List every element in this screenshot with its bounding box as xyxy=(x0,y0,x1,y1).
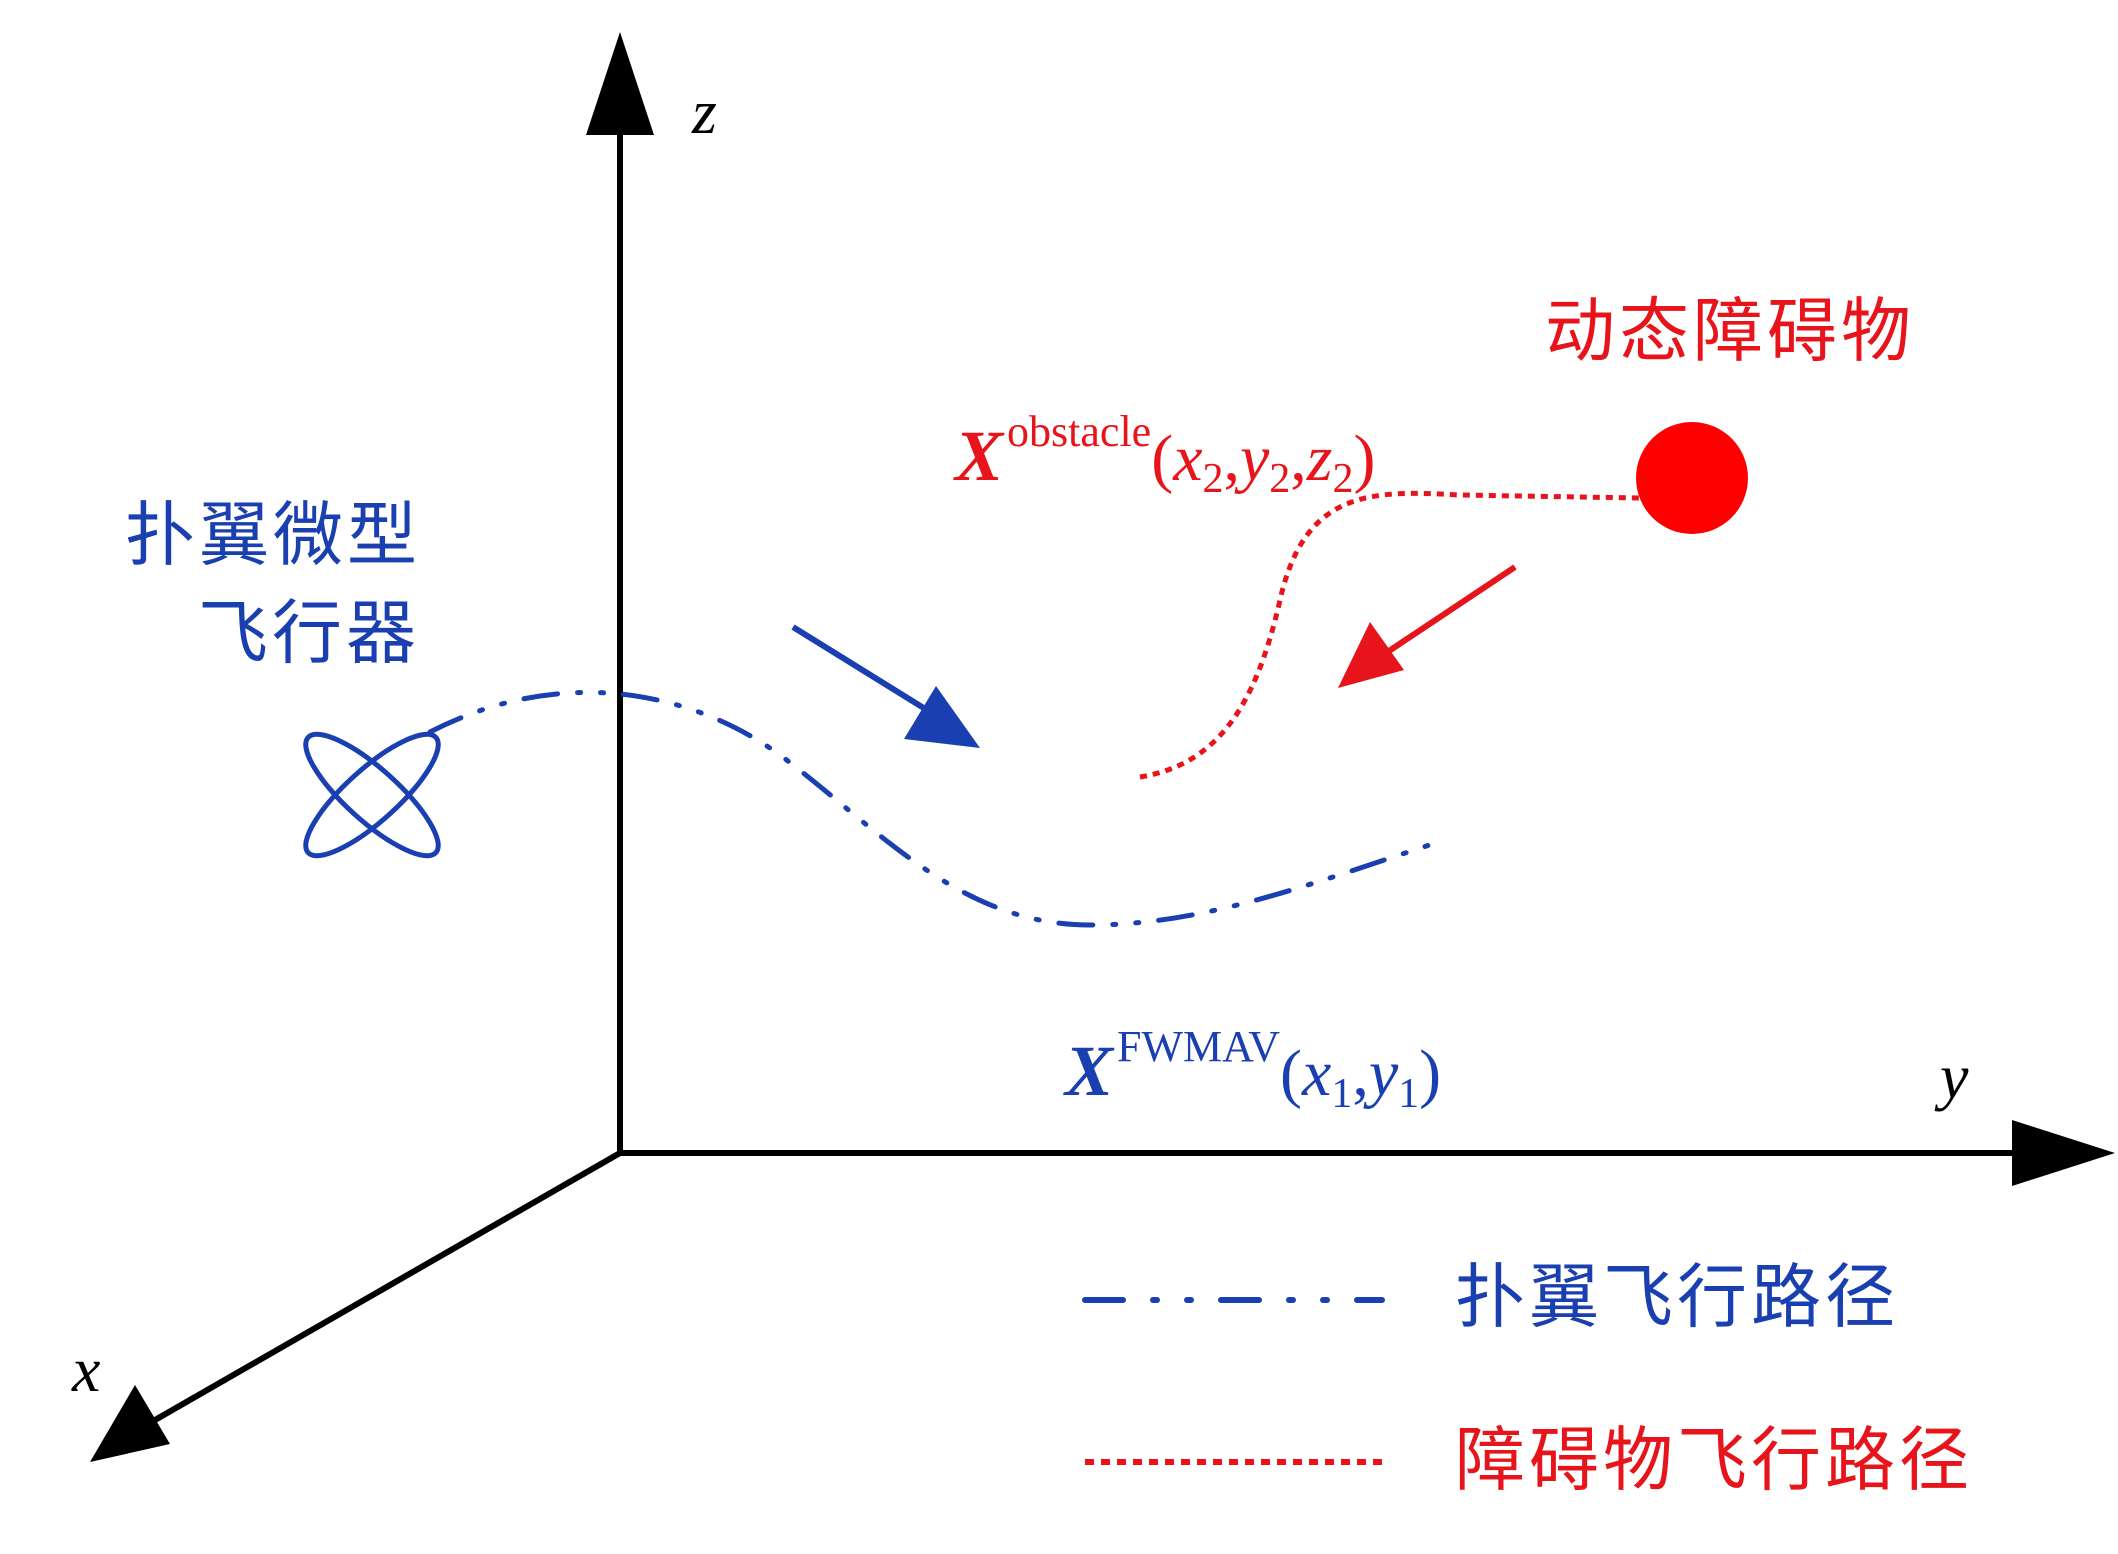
obstacle-symbol: X xyxy=(955,416,1004,496)
fwmav-title-line1: 扑翼微型 xyxy=(125,494,421,576)
legend-fwmav-path-label: 扑翼飞行路径 xyxy=(1455,1256,1899,1338)
legend-samples xyxy=(1082,1297,1385,1465)
dynamic-obstacle-ball xyxy=(1636,422,1748,534)
obstacle-title: 动态障碍物 xyxy=(1545,290,1915,372)
z-axis-label: z xyxy=(692,76,717,147)
obstacle-position-formula: Xobstacle(x2,y2,z2) xyxy=(955,407,1376,502)
obstacle-superscript: obstacle xyxy=(1007,407,1152,456)
fwmav-direction-arrow xyxy=(791,624,980,748)
obstacle-direction-arrow xyxy=(1338,564,1517,688)
legend-obstacle-path-label: 障碍物飞行路径 xyxy=(1455,1419,1973,1501)
y-axis-label: y xyxy=(1940,1041,1969,1112)
obstacle-flight-path xyxy=(1139,490,1641,780)
fwmav-title-line2: 飞行器 xyxy=(198,592,420,674)
fwmav-position-formula: XFWMAV(x1,y1) xyxy=(1065,1022,1442,1117)
axes xyxy=(90,32,2115,1462)
z-axis-arrowhead xyxy=(586,32,654,135)
x-axis xyxy=(153,1150,622,1423)
fwmav-superscript: FWMAV xyxy=(1117,1022,1281,1071)
fwmav-symbol: X xyxy=(1065,1031,1114,1111)
y-axis-arrowhead xyxy=(2012,1120,2115,1186)
fwmav-icon xyxy=(303,731,441,859)
x-axis-label: x xyxy=(72,1334,101,1405)
x-axis-arrowhead xyxy=(90,1385,170,1462)
fwmav-flight-path xyxy=(427,689,1448,928)
